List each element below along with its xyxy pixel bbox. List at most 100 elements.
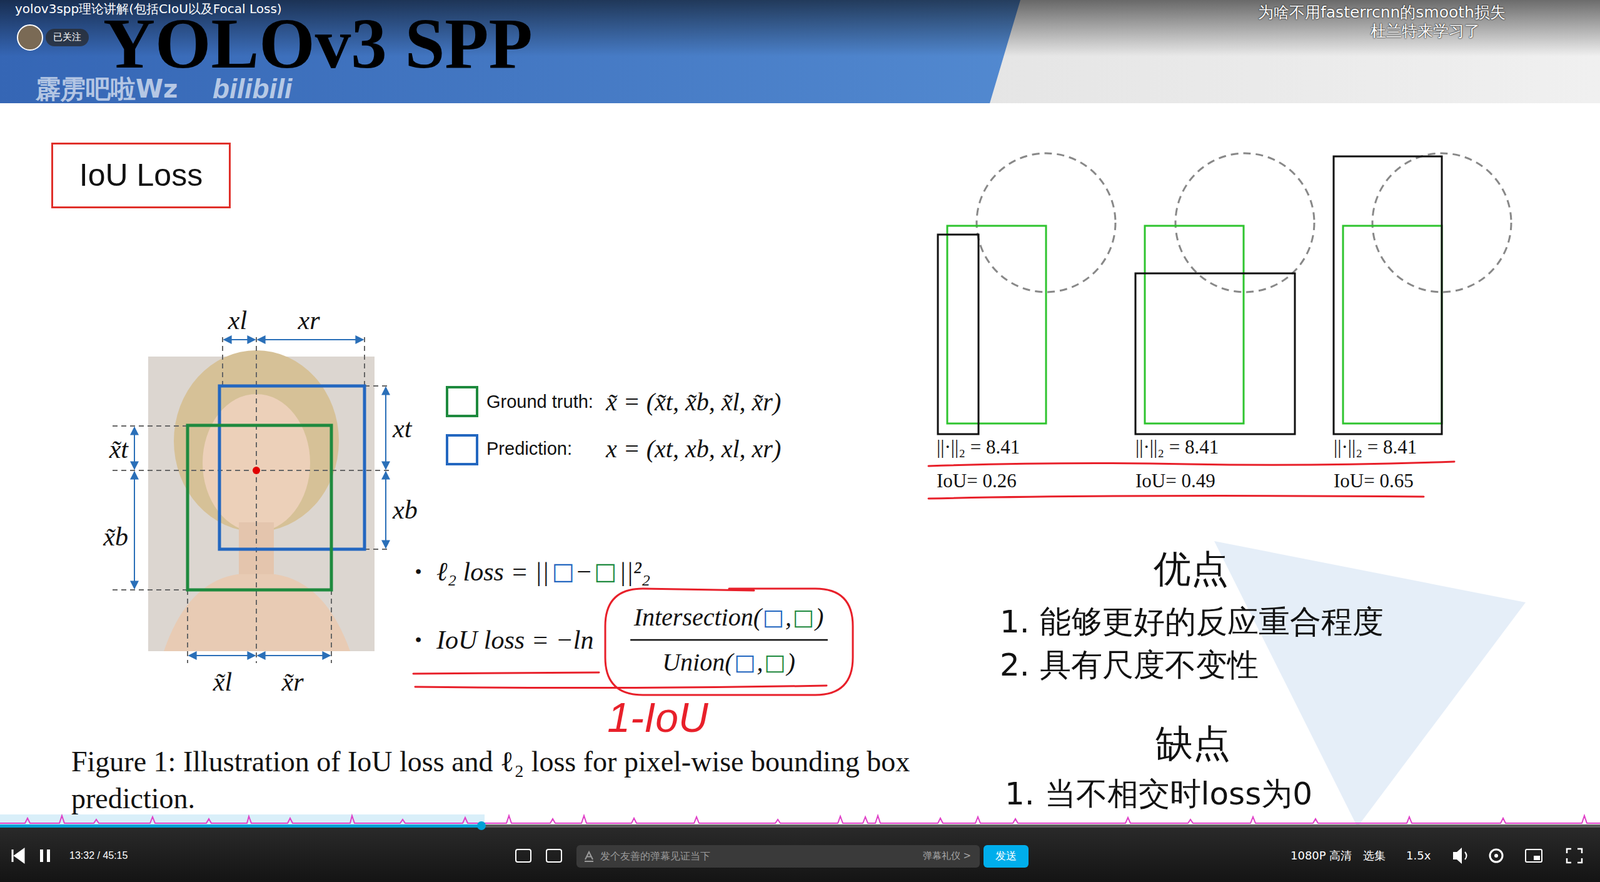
formula: IoU loss = −ln (436, 624, 594, 655)
legend-text: Ground truth: (486, 391, 594, 413)
iou-example (1144, 225, 1244, 424)
box-symbol: □ (551, 557, 574, 586)
hand-drawn-ellipse-outline (602, 584, 856, 698)
dimension-arrow (133, 471, 136, 589)
formula: ) (787, 647, 796, 677)
iou-value: IoU= 0.65 (1333, 469, 1414, 493)
ground-truth-box (187, 425, 332, 590)
dashed-guide (112, 588, 188, 591)
formula: x̃ = (x̃t, x̃b, x̃l, x̃r) (605, 387, 781, 417)
legend-text: Prediction: (486, 438, 573, 459)
player-bar (0, 824, 482, 828)
player-icon (1525, 849, 1542, 862)
player-bar (0, 820, 1600, 882)
dimension-label: x̃r (281, 666, 304, 697)
list-item: 2. 具有尺度不变性 (999, 647, 1259, 684)
dashed-guide (363, 337, 366, 386)
iou-example (937, 153, 1512, 434)
dashed-guide (364, 385, 391, 387)
dashed-guide (221, 337, 224, 386)
button-text: 发送 (995, 849, 1017, 863)
input-icon (582, 849, 596, 863)
video-title: yolov3spp理论讲解(包括CIoU以及Focal Loss) (15, 1, 282, 17)
player-icon (515, 849, 531, 862)
player-icon (40, 849, 44, 862)
danmaku-input: 发个友善的弹幕见证当下弹幕礼仪 > (576, 844, 980, 868)
formula: x = (xt, xb, xl, xr) (605, 434, 781, 464)
iou-example (1333, 156, 1442, 434)
player-bar (0, 826, 1600, 882)
input-placeholder: 发个友善的弹幕见证当下 (600, 850, 711, 862)
follow-badge: 已关注 (45, 28, 89, 47)
distance-value: ||·||₂ = 8.41 (936, 435, 1020, 459)
dimension-arrow (133, 427, 136, 469)
formula: ) (815, 602, 824, 632)
player-icon (1494, 853, 1499, 858)
red-annotation (415, 685, 827, 688)
prediction-box (219, 385, 365, 549)
dimension-label: xt (392, 413, 412, 444)
figure-caption: Figure 1: Illustration of IoU loss and ℓ… (71, 742, 928, 817)
formula: ||²₂ (618, 556, 651, 587)
iou-example (947, 225, 1047, 424)
legend-swatch (445, 433, 479, 466)
time-display: 13:32 / 45:15 (69, 849, 128, 861)
red-annotation (928, 461, 1455, 466)
formula: − (576, 556, 592, 587)
prediction-box (219, 385, 365, 549)
center-point (252, 466, 261, 474)
dashed-guide (112, 469, 391, 471)
watermark: 霹雳吧啦Wz (35, 74, 178, 104)
iou-example (1175, 153, 1315, 292)
iou-value: IoU= 0.26 (936, 469, 1017, 493)
dimension-label: xl (228, 305, 247, 336)
dimension-arrow (134, 339, 386, 656)
iou-example (937, 234, 979, 434)
face-photo (148, 356, 375, 651)
player-control: 选集 (1363, 849, 1386, 863)
iou-value: IoU= 0.49 (1135, 469, 1216, 493)
dimension-arrow (257, 338, 364, 341)
danmaku-density (0, 814, 1600, 825)
player-icon (546, 849, 562, 862)
formula: , (757, 647, 764, 677)
dimension-label: xr (298, 305, 321, 336)
player-bar (0, 824, 1600, 828)
box-symbol: □ (792, 603, 815, 630)
player-control: 1080P 高清 (1290, 849, 1352, 863)
dimension-arrow (223, 338, 256, 341)
red-annotation (413, 672, 599, 674)
dimension-label: x̃l (213, 666, 232, 697)
section-heading: 缺点 (1155, 721, 1231, 765)
box-symbol: □ (734, 649, 756, 675)
player-icon (1566, 848, 1582, 863)
send-button: 发送 (983, 844, 1029, 868)
dimension-label: x̃b (103, 521, 129, 552)
input-icon (584, 851, 594, 861)
box-symbol: □ (764, 649, 786, 675)
player-icon (46, 849, 51, 862)
player-icon (1453, 847, 1462, 864)
dimension-arrow (385, 387, 387, 469)
dashed-guide (186, 589, 189, 663)
player-control: 1.5x (1406, 849, 1431, 863)
formula: Union( (662, 647, 733, 677)
red-annotation (413, 461, 1455, 688)
dashed-guide (112, 425, 188, 427)
player-icon (1464, 851, 1467, 860)
hand-drawn-ellipse-outline (605, 588, 853, 695)
formula: , (785, 602, 792, 632)
bullet: • (414, 560, 422, 584)
dimension-arrow (257, 654, 331, 656)
banner (17, 25, 43, 51)
ground-truth-box (187, 425, 332, 590)
player-icon (12, 849, 24, 862)
formula: ℓ₂ loss = || (436, 556, 549, 587)
dimension-label: xb (392, 494, 418, 525)
handwritten-note: 1-IoU (607, 694, 708, 742)
list-item: 1. 当不相交时loss为0 (1004, 775, 1313, 813)
legend-swatch (445, 385, 479, 418)
list-item: 1. 能够更好的反应重合程度 (999, 603, 1384, 641)
box-title: IoU Loss (79, 157, 203, 194)
